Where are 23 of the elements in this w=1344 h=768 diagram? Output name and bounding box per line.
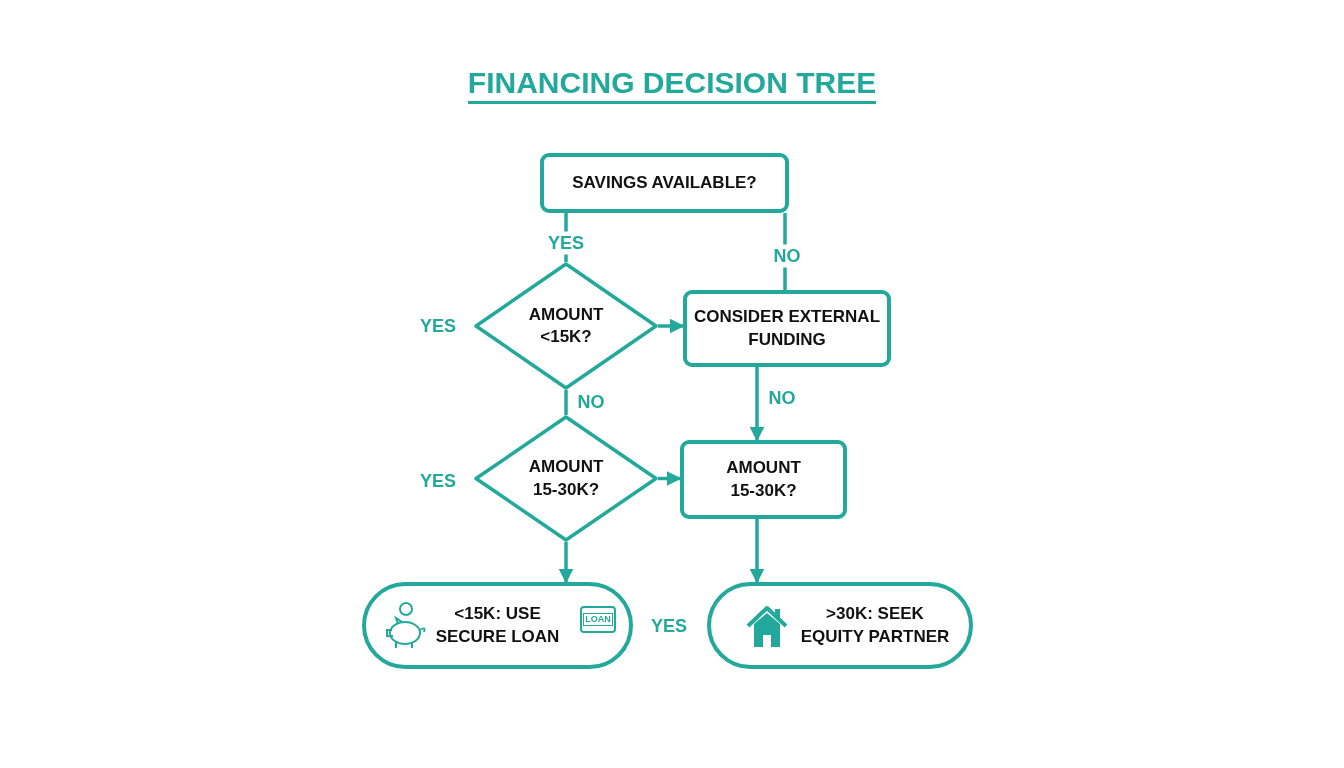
node-text: AMOUNT 15-30K? [527, 456, 605, 501]
connector [564, 390, 568, 415]
node-text: <15K: USE SECURE LOAN [434, 603, 561, 648]
connector [658, 471, 682, 486]
loan-folder-icon: LOAN [580, 606, 616, 633]
connector [658, 318, 685, 334]
connector [558, 542, 574, 584]
node-text: SAVINGS AVAILABLE? [572, 171, 757, 194]
decision-diamond [474, 262, 658, 390]
branch-label: YES [651, 615, 687, 637]
node-text: >30K: SEEK EQUITY PARTNER [799, 603, 951, 648]
process-box [540, 153, 789, 213]
decision-diamond [474, 415, 658, 542]
node-text: CONSIDER EXTERNAL FUNDING [692, 306, 882, 351]
process-box [683, 290, 891, 367]
node-text: AMOUNT <15K? [527, 303, 605, 348]
node-text: AMOUNT 15-30K? [725, 457, 802, 502]
process-box [680, 440, 847, 519]
edge-label: YES [545, 231, 587, 255]
connector [749, 519, 765, 584]
branch-label: YES [420, 315, 456, 337]
connector [749, 367, 765, 442]
branch-label: YES [420, 470, 456, 492]
